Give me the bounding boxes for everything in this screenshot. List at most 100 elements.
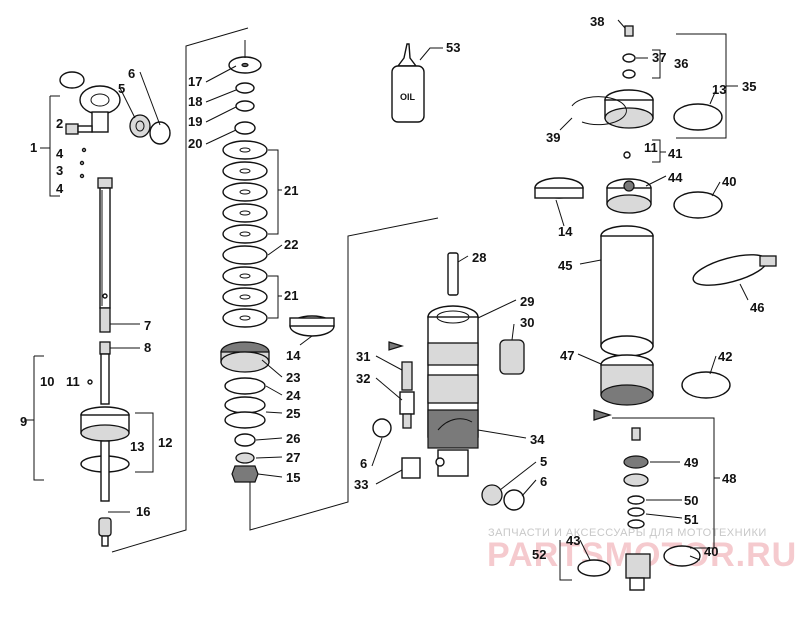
callout-11-right: 11 [644,140,658,155]
shim-24 [224,377,266,395]
ball-3 [79,160,85,166]
callout-50: 50 [684,493,698,508]
callout-5-center: 5 [540,454,547,469]
callout-31: 31 [356,349,370,364]
callout-6-top-left: 6 [128,66,135,81]
valve-31 [401,361,413,391]
callout-7: 7 [144,318,151,333]
eyelet-head [79,85,121,115]
callout-17: 17 [188,74,202,89]
screw-11-left [87,379,93,385]
callout-5-top-left: 5 [118,81,125,96]
callout-labels: 1 2 4 3 4 6 5 7 8 9 10 11 12 13 16 17 18… [20,14,764,562]
callout-13-left: 13 [130,439,144,454]
o-ring-40-lower [663,545,701,567]
fitting-33 [401,457,421,479]
arrow-marker-31 [388,341,405,351]
screw-48 [631,427,641,441]
shim-25-b [224,411,266,429]
shim-19 [235,100,255,112]
callout-1: 1 [30,140,37,155]
callout-18: 18 [188,94,202,109]
shim-18 [235,82,255,94]
washer-51 [627,507,645,517]
callout-40-upper: 40 [722,174,736,189]
callout-6-center-right: 6 [540,474,547,489]
callout-42: 42 [718,349,732,364]
screw-2 [65,123,79,135]
callout-46: 46 [750,300,764,315]
assembly-line-right [249,217,439,531]
shim-stack [220,56,335,483]
shims-21-upper [222,140,268,244]
oil-bottle-53: OIL [391,43,425,123]
callout-10: 10 [40,374,54,389]
valve-core-37 [622,53,636,63]
screw-11-right [623,151,631,159]
callout-36: 36 [674,56,688,71]
rod-body-assembly-9 [80,341,130,547]
adjuster-49 [623,455,649,469]
callout-14-center: 14 [286,348,301,363]
bushing-5-center [481,484,503,506]
callout-2: 2 [56,116,63,131]
watermark-tagline: ЗАПЧАСТИ И АКСЕССУАРЫ ДЛЯ МОТОТЕХНИКИ [488,527,767,539]
callout-23: 23 [286,370,300,385]
callout-47: 47 [560,348,574,363]
callout-27: 27 [286,450,300,465]
bushing-5-left [129,114,151,138]
callout-45: 45 [558,258,572,273]
shock-body-34 [372,252,525,511]
callout-22: 22 [284,237,298,252]
washer-27 [235,452,255,464]
callout-49: 49 [684,455,698,470]
o-ring-6-center [372,418,392,438]
shim-25-a [224,396,266,414]
callout-44: 44 [668,170,683,185]
callout-37: 37 [652,50,666,65]
shims-21-lower [222,266,268,328]
bumper-16 [98,517,112,537]
eyelet-stem [91,111,109,133]
callout-21-lower: 21 [284,288,298,303]
callout-52: 52 [532,547,546,562]
shim-22 [222,245,268,265]
pin-28 [447,252,459,296]
callout-8: 8 [144,340,151,355]
o-ring-6-right [149,121,171,145]
callout-38: 38 [590,14,604,29]
callout-26: 26 [286,431,300,446]
callout-11-left: 11 [66,374,80,389]
callout-39: 39 [546,130,560,145]
callout-12: 12 [158,435,172,450]
callout-20: 20 [188,136,202,151]
callout-51: 51 [684,512,698,527]
callout-34: 34 [530,432,545,447]
o-ring-6-center-right [503,489,525,511]
eyelet-assembly [59,71,171,179]
arrow-marker-48 [593,409,613,421]
nut-15 [231,465,259,483]
shim-20 [234,121,256,135]
callout-6-center: 6 [360,456,367,471]
ball-4-lower [79,173,85,179]
callout-19: 19 [188,114,202,129]
callout-40-lower: 40 [704,544,718,559]
callout-35: 35 [742,79,756,94]
o-ring-40-upper [673,191,723,219]
snap-ring-39 [571,96,627,126]
callout-4-upper: 4 [56,146,64,161]
bumper-30 [499,339,525,375]
washer-26 [234,433,256,447]
callout-3: 3 [56,163,63,178]
callout-16: 16 [136,504,150,519]
body-52 [625,553,651,579]
callout-24: 24 [286,388,301,403]
callout-13-right: 13 [712,82,726,97]
callout-43: 43 [566,533,580,548]
callout-30: 30 [520,315,534,330]
callout-28: 28 [472,250,486,265]
adjuster-32 [399,391,415,415]
callout-53: 53 [446,40,460,55]
